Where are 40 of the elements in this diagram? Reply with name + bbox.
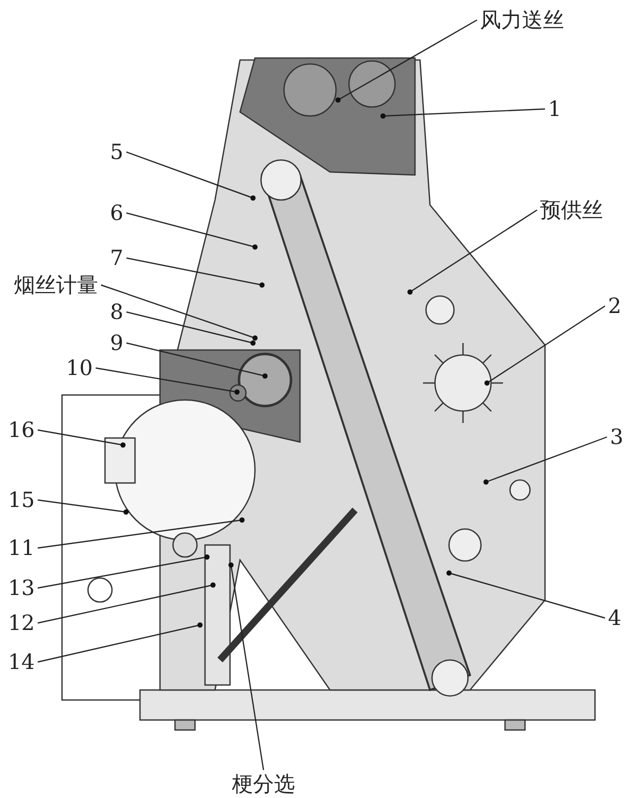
callout-number: 5: [110, 140, 124, 164]
leader-line: [38, 582, 216, 624]
callout-label: 烟丝计量: [14, 273, 98, 297]
callout-number: 9: [110, 331, 124, 355]
callout-number: 13: [8, 576, 35, 600]
leader-line: [100, 284, 258, 341]
leader-line: [228, 562, 264, 770]
callout-number: 10: [66, 356, 93, 380]
callout-number: 2: [608, 294, 622, 318]
callout-number: 7: [110, 246, 124, 270]
leader-line: [96, 367, 240, 395]
callout-number: 16: [8, 418, 35, 442]
leader-line: [407, 210, 538, 295]
callout-label: 梗分选: [232, 772, 295, 796]
callout-number: 8: [110, 300, 124, 324]
leader-line: [446, 570, 606, 619]
leader-line: [38, 429, 126, 448]
leader-line: [380, 108, 546, 119]
leader-line: [38, 554, 210, 589]
callout-number: 6: [110, 201, 124, 225]
callout-number: 3: [610, 425, 624, 449]
leader-line: [126, 212, 258, 250]
callout-number: 12: [8, 611, 35, 635]
callout-number: 14: [8, 650, 35, 674]
leader-line: [38, 517, 245, 549]
callout-number: 11: [8, 536, 35, 560]
leader-line: [483, 436, 608, 485]
callout-number: 4: [608, 606, 622, 630]
callout-number: 15: [8, 488, 35, 512]
callout-number: 1: [548, 97, 562, 121]
leader-line: [126, 151, 256, 201]
callout-label: 预供丝: [540, 198, 603, 222]
callout-label: 风力送丝: [480, 8, 564, 32]
leader-line: [484, 306, 606, 386]
leader-line: [126, 311, 256, 346]
leader-line: [335, 19, 478, 103]
leader-line: [38, 622, 203, 663]
leader-line: [126, 257, 265, 288]
leader-line: [38, 499, 129, 515]
leader-line: [126, 342, 268, 379]
